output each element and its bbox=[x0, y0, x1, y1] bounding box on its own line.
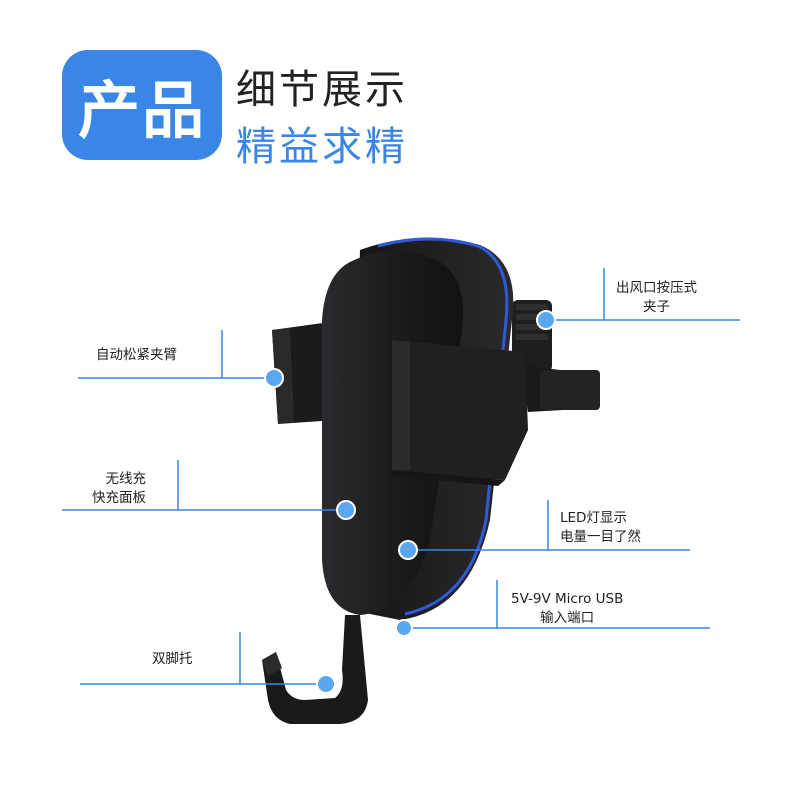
callout-wireless-panel: 无线充 快充面板 bbox=[92, 470, 146, 508]
callout-lines bbox=[62, 268, 740, 685]
dot-usb bbox=[395, 619, 413, 637]
dot-auto-arm bbox=[264, 368, 284, 388]
callout-wireless-panel-line2: 快充面板 bbox=[92, 490, 146, 506]
callout-auto-arm: 自动松紧夹臂 bbox=[96, 346, 177, 365]
dot-vent-clip bbox=[536, 310, 556, 330]
header-title: 细节展示 bbox=[236, 67, 408, 113]
callout-vent-clip-line1: 出风口按压式 bbox=[616, 280, 697, 296]
bottom-feet bbox=[262, 615, 368, 724]
callout-feet: 双脚托 bbox=[152, 650, 193, 669]
callout-feet-line1: 双脚托 bbox=[152, 651, 193, 667]
callout-vent-clip: 出风口按压式 夹子 bbox=[616, 279, 697, 317]
callout-led: LED灯显示 电量一目了然 bbox=[560, 509, 641, 547]
callout-vent-clip-line2: 夹子 bbox=[643, 299, 670, 315]
callout-usb-line1: 5V-9V Micro USB bbox=[511, 591, 624, 607]
badge-text: 产品 bbox=[77, 74, 206, 147]
callout-dots bbox=[264, 310, 556, 694]
callout-usb-line2: 输入端口 bbox=[540, 610, 595, 626]
product-badge: 产品 bbox=[62, 50, 222, 160]
callout-led-line2: 电量一目了然 bbox=[560, 529, 641, 545]
led-strip bbox=[377, 237, 509, 616]
callout-wireless-panel-line1: 无线充 bbox=[105, 471, 147, 487]
callout-auto-arm-line1: 自动松紧夹臂 bbox=[96, 347, 177, 363]
dot-wireless-panel bbox=[336, 500, 356, 520]
header-subtitle: 精益求精 bbox=[236, 124, 408, 170]
callout-usb: 5V-9V Micro USB 输入端口 bbox=[511, 590, 623, 628]
dot-led bbox=[398, 540, 418, 560]
right-arm bbox=[392, 340, 528, 486]
callout-led-line1: LED灯显示 bbox=[560, 510, 627, 526]
dot-feet bbox=[316, 674, 336, 694]
